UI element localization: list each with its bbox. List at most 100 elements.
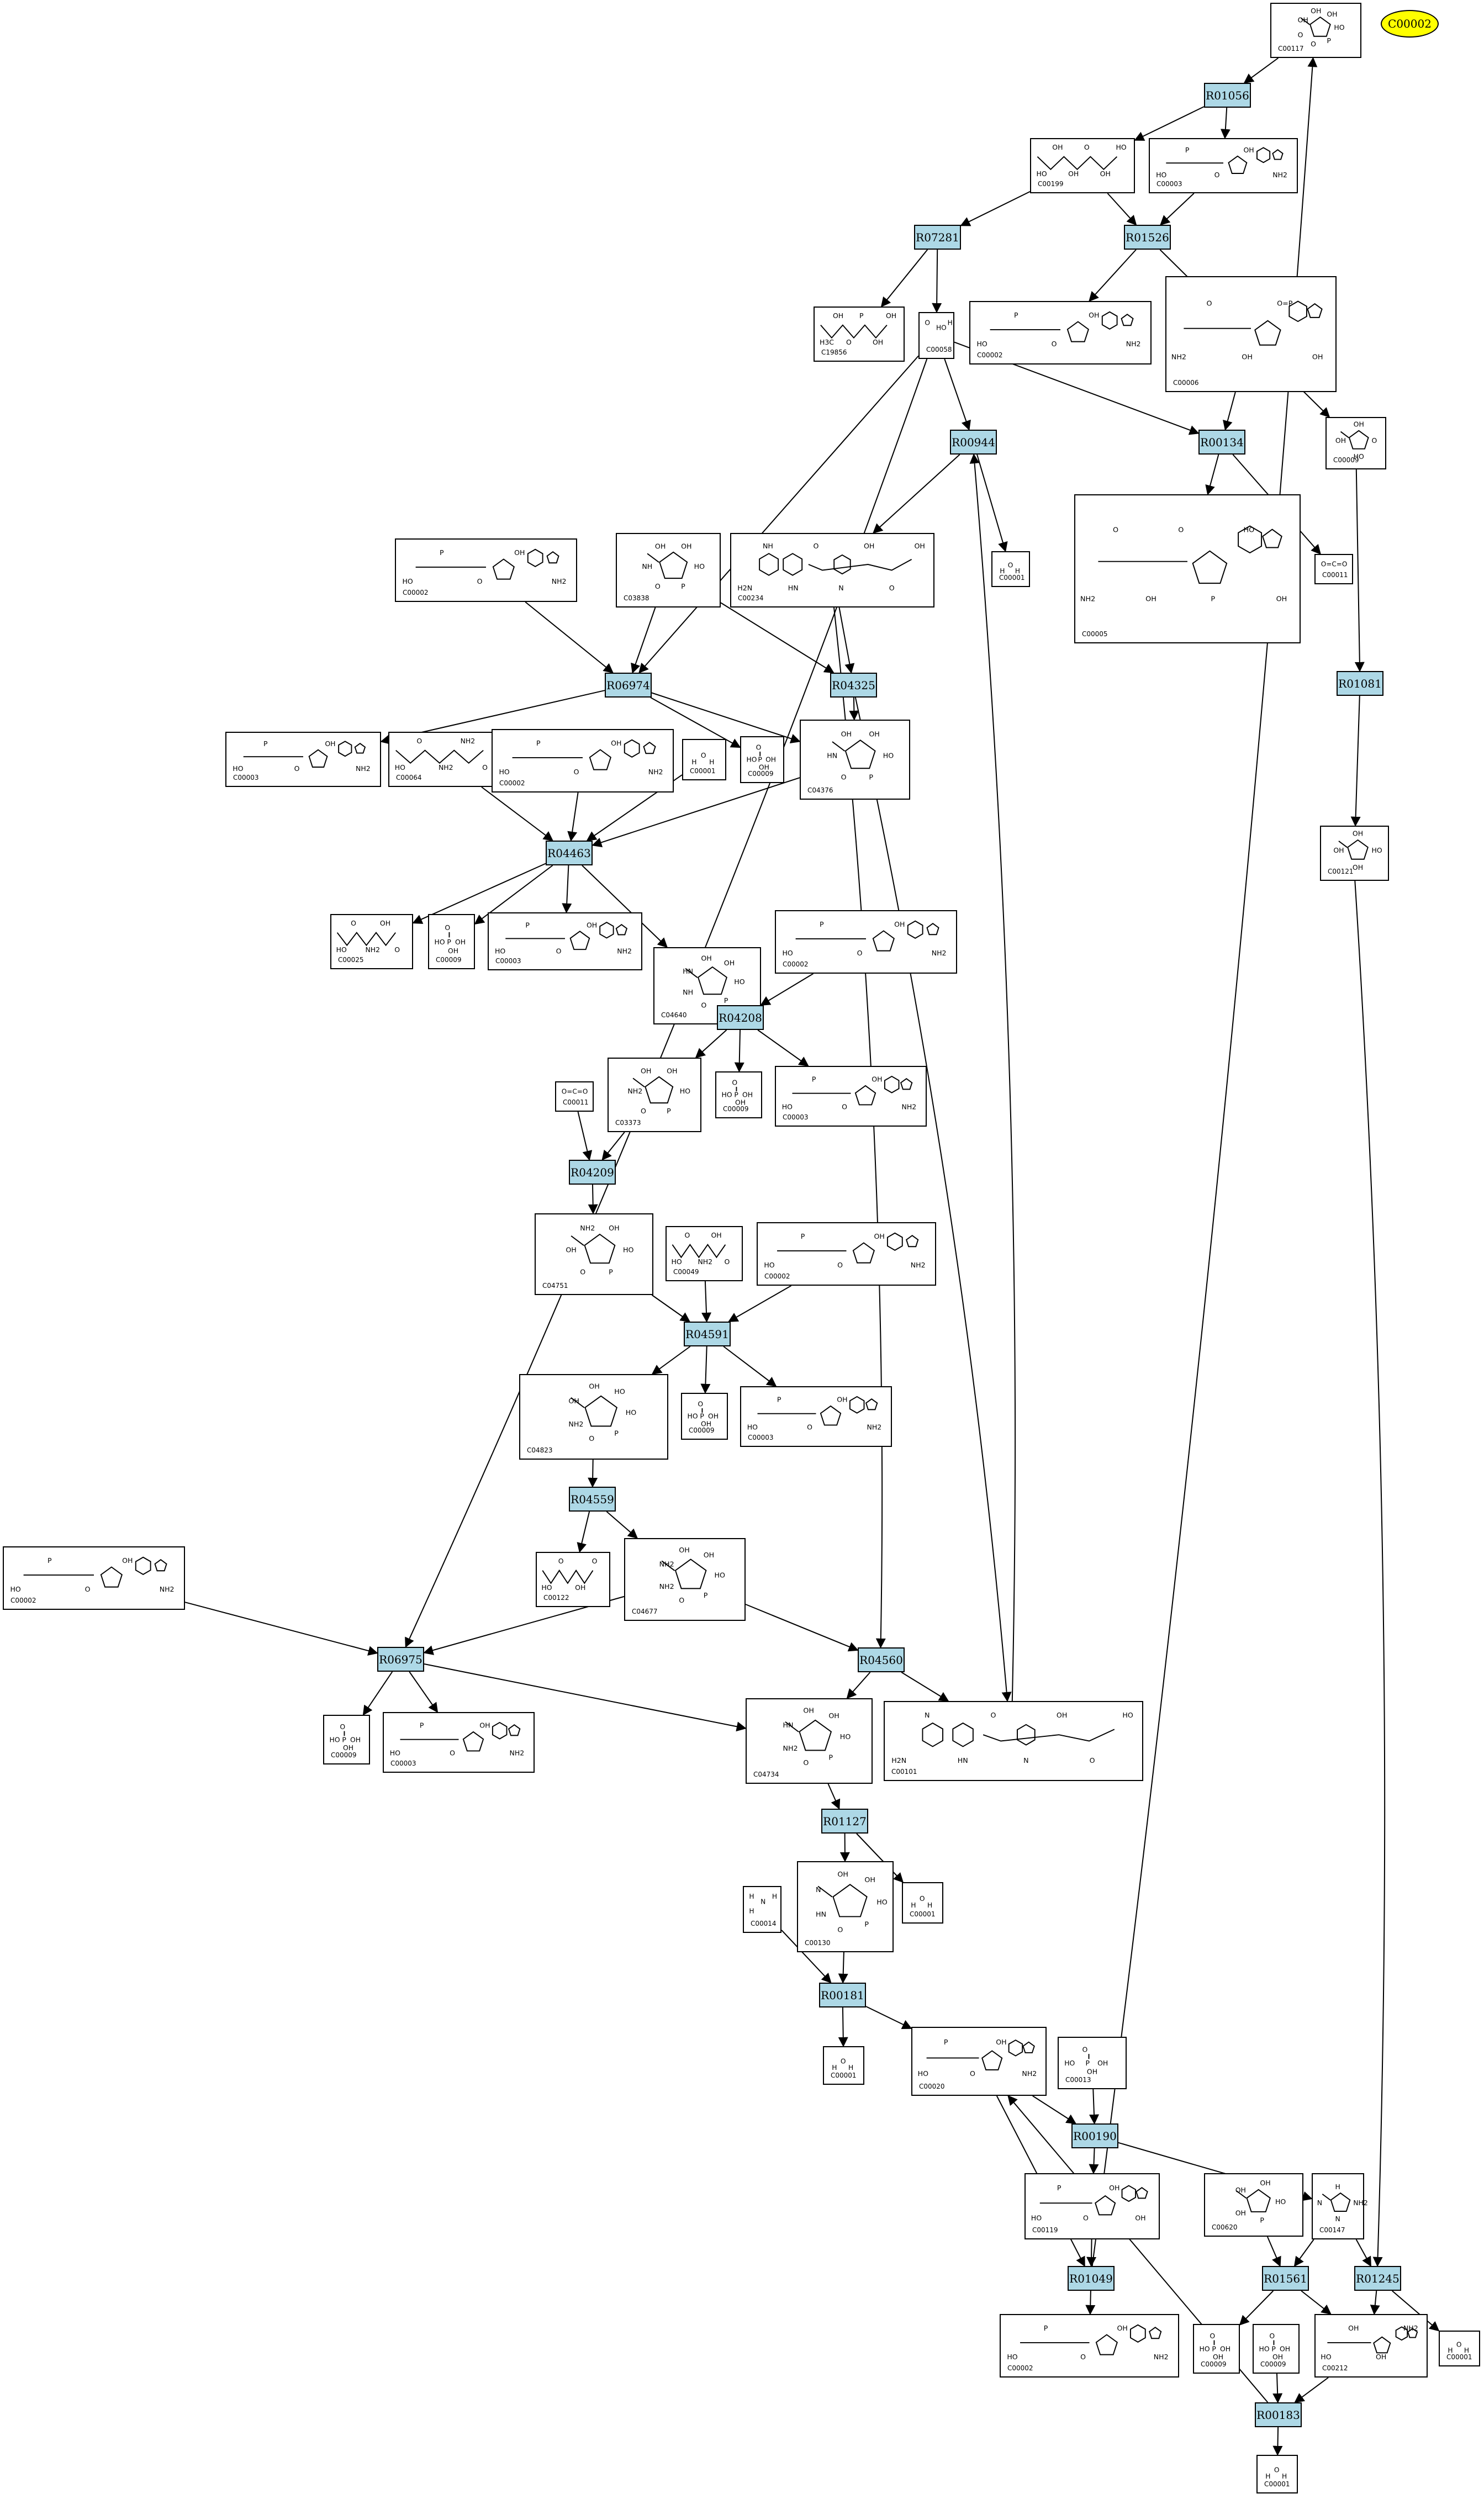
svg-text:H: H <box>1448 2347 1453 2354</box>
reaction-r01056[interactable]: R01056 <box>1204 83 1251 108</box>
svg-text:P: P <box>609 1268 613 1276</box>
svg-text:OH: OH <box>380 919 390 927</box>
structure-drawing: O=C=O <box>562 1087 588 1095</box>
reaction-r01526[interactable]: R01526 <box>1124 225 1171 250</box>
reaction-r04325[interactable]: R04325 <box>830 673 877 698</box>
svg-text:OH: OH <box>1353 863 1363 871</box>
reaction-r04463[interactable]: R04463 <box>546 841 593 865</box>
svg-text:P: P <box>724 996 728 1005</box>
edge-c00020-to-r00190 <box>1032 2095 1077 2124</box>
compound-id-label: C04677 <box>632 1608 658 1615</box>
highlight-compound-c00002[interactable]: C00002 <box>1381 10 1439 38</box>
reaction-r07281[interactable]: R07281 <box>914 225 961 250</box>
reaction-r01561[interactable]: R01561 <box>1262 2266 1309 2291</box>
compound-id-label: C00001 <box>690 767 716 775</box>
reaction-r04591[interactable]: R04591 <box>684 1322 731 1346</box>
reaction-r06974[interactable]: R06974 <box>605 673 652 698</box>
svg-text:NH2: NH2 <box>627 1087 642 1095</box>
reaction-r00944[interactable]: R00944 <box>950 430 997 455</box>
reaction-r04209[interactable]: R04209 <box>569 1160 616 1185</box>
reaction-r01245[interactable]: R01245 <box>1354 2266 1401 2291</box>
svg-text:HO: HO <box>1321 2353 1331 2361</box>
reaction-r06975[interactable]: R06975 <box>377 1647 424 1672</box>
edge-c00009_g-to-r00183 <box>1272 2373 1283 2403</box>
svg-text:O: O <box>592 1557 598 1565</box>
reaction-r00181[interactable]: R00181 <box>819 1983 866 2007</box>
svg-text:H: H <box>948 319 953 326</box>
reaction-r01049[interactable]: R01049 <box>1068 2266 1115 2291</box>
reaction-r04208[interactable]: R04208 <box>717 1005 764 1030</box>
reaction-r04560[interactable]: R04560 <box>858 1647 905 1672</box>
svg-text:OH: OH <box>1276 595 1287 604</box>
svg-text:O: O <box>990 1711 996 1719</box>
reaction-r00183[interactable]: R00183 <box>1255 2402 1302 2427</box>
reaction-r00134[interactable]: R00134 <box>1198 430 1245 455</box>
reaction-r04559[interactable]: R04559 <box>569 1487 616 1512</box>
svg-text:NH: NH <box>683 988 693 996</box>
reaction-r01081[interactable]: R01081 <box>1337 671 1383 696</box>
reaction-r01127[interactable]: R01127 <box>821 1809 868 1834</box>
svg-text:O: O <box>841 2058 846 2065</box>
reaction-r00190[interactable]: R00190 <box>1071 2123 1118 2148</box>
